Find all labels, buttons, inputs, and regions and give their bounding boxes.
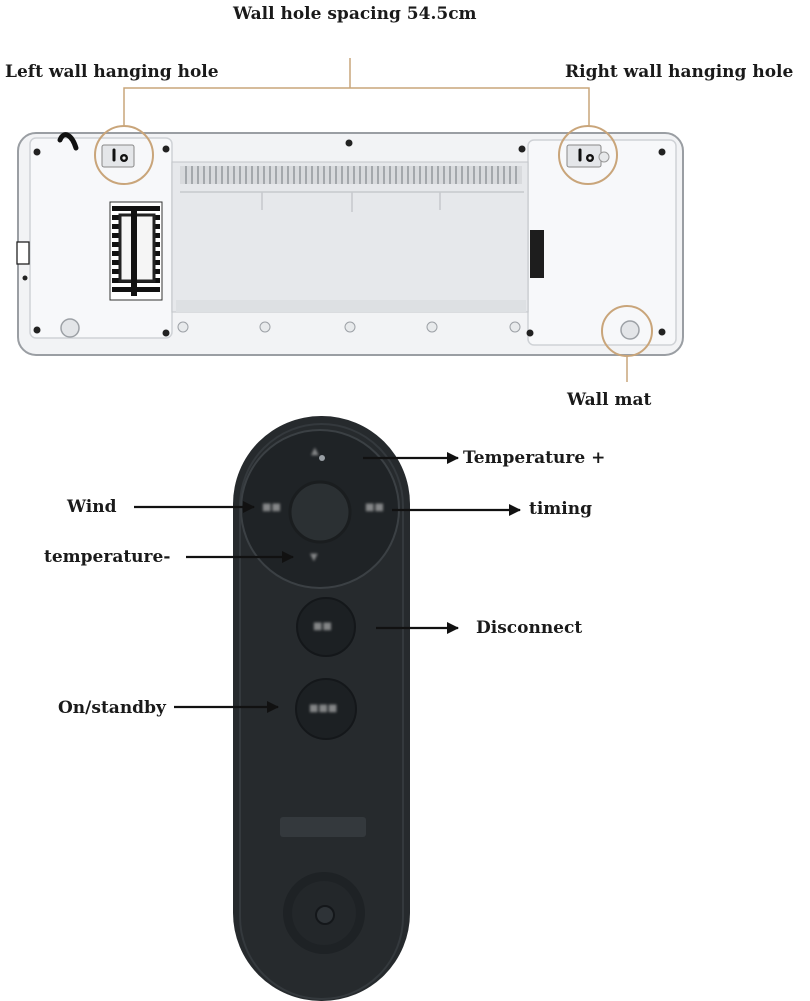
temperature-minus-label: temperature-: [44, 547, 171, 567]
right-wall-mat: [620, 320, 640, 340]
disconnect-label: Disconnect: [476, 618, 583, 638]
right-wall-hanging-hole-label: Right wall hanging hole: [565, 62, 794, 82]
power-switch: [530, 230, 544, 278]
right-hole-callout-ring: [558, 125, 618, 185]
temperature-plus-label: Temperature +: [463, 448, 606, 468]
on-standby-label: On/standby: [58, 698, 166, 718]
side-vent-grille: [109, 201, 163, 301]
timing-label: timing: [529, 499, 593, 519]
on-standby-button: [295, 678, 357, 740]
heater-back-panel: [16, 132, 684, 356]
left-wall-hanging-hole-label: Left wall hanging hole: [5, 62, 219, 82]
brand-mark: [280, 817, 366, 837]
center-button: [288, 480, 352, 544]
disconnect-button: [296, 597, 356, 657]
left-hanging-hole: [101, 144, 135, 168]
remote-control: [233, 416, 410, 1001]
wall-mat-label: Wall mat: [567, 390, 652, 410]
heater-callouts: [94, 58, 653, 382]
wall-hole-spacing-label: Wall hole spacing 54.5cm: [233, 4, 477, 24]
right-hanging-hole: [566, 144, 610, 168]
hole-spacing-bracket: [123, 87, 590, 126]
left-wall-mat: [60, 318, 80, 338]
wind-label: Wind: [67, 497, 117, 517]
